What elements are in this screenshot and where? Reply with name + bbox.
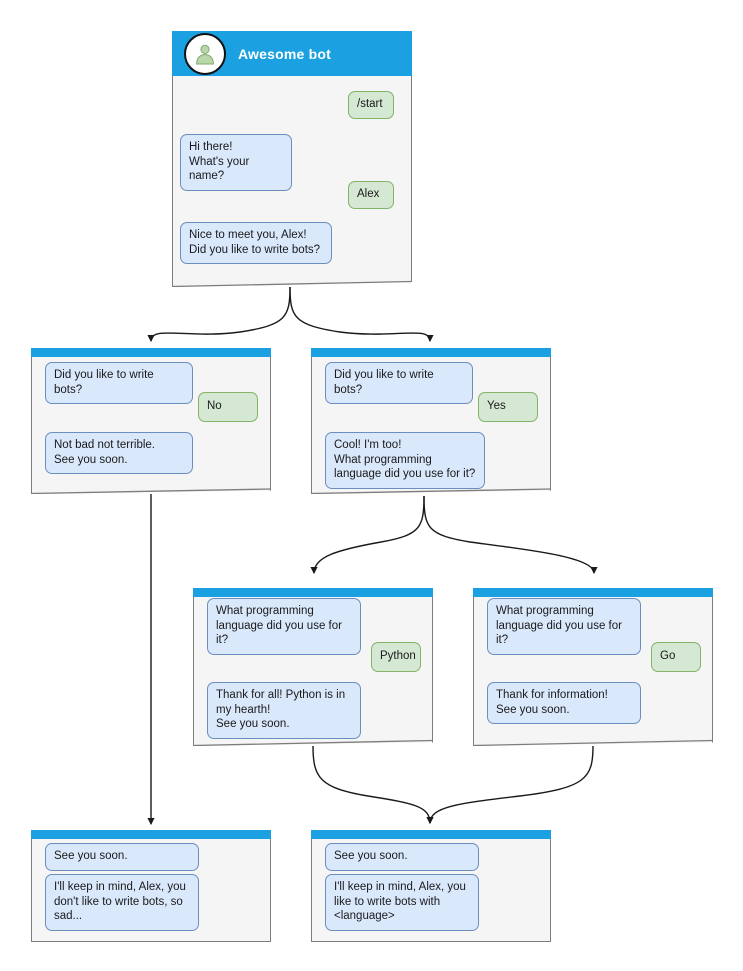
edge-start-to-yes bbox=[289, 286, 434, 343]
node-end-no-screen[interactable]: See you soon. I'll keep in mind, Alex, y… bbox=[31, 830, 271, 942]
chat-area: See you soon. I'll keep in mind, Alex, y… bbox=[31, 830, 271, 942]
message-bubble-bot[interactable]: Nice to meet you, Alex! Did you like to … bbox=[180, 222, 332, 264]
chat-area: What programming language did you use fo… bbox=[193, 588, 433, 746]
node-title-bar bbox=[193, 588, 433, 597]
message-bubble-bot[interactable]: What programming language did you use fo… bbox=[207, 598, 361, 655]
node-title-bar bbox=[31, 830, 271, 839]
node-title-bar bbox=[311, 830, 551, 839]
message-bubble-user[interactable]: No bbox=[198, 392, 258, 422]
message-bubble-user[interactable]: Alex bbox=[348, 181, 394, 209]
chat-area: /start Hi there! What's your name? Alex … bbox=[172, 31, 412, 287]
node-no-branch-screen[interactable]: Did you like to write bots? No Not bad n… bbox=[31, 348, 271, 494]
node-python-branch-screen[interactable]: What programming language did you use fo… bbox=[193, 588, 433, 746]
bot-title: Awesome bot bbox=[238, 45, 331, 62]
edge-start-to-no bbox=[147, 286, 291, 343]
node-end-yes-screen[interactable]: See you soon. I'll keep in mind, Alex, y… bbox=[311, 830, 551, 942]
message-bubble-user[interactable]: /start bbox=[348, 91, 394, 119]
node-title-bar bbox=[473, 588, 713, 597]
node-title-bar bbox=[31, 348, 271, 357]
message-bubble-bot[interactable]: See you soon. bbox=[325, 843, 479, 871]
chat-area: What programming language did you use fo… bbox=[473, 588, 713, 746]
edge-go-to-end-yes bbox=[426, 745, 594, 825]
chat-area: Did you like to write bots? No Not bad n… bbox=[31, 348, 271, 494]
node-yes-branch-screen[interactable]: Did you like to write bots? Yes Cool! I'… bbox=[311, 348, 551, 494]
message-bubble-bot[interactable]: Thank for information! See you soon. bbox=[487, 682, 641, 724]
person-avatar-icon bbox=[184, 32, 226, 75]
edge-yes-to-go bbox=[423, 495, 598, 575]
message-bubble-user[interactable]: Yes bbox=[478, 392, 538, 422]
edge-yes-to-python bbox=[310, 495, 425, 575]
message-bubble-bot[interactable]: I'll keep in mind, Alex, you like to wri… bbox=[325, 874, 479, 931]
message-bubble-bot[interactable]: Did you like to write bots? bbox=[325, 362, 473, 404]
message-bubble-bot[interactable]: I'll keep in mind, Alex, you don't like … bbox=[45, 874, 199, 931]
message-bubble-bot[interactable]: What programming language did you use fo… bbox=[487, 598, 641, 655]
message-bubble-user[interactable]: Python bbox=[371, 642, 421, 672]
message-bubble-user[interactable]: Go bbox=[651, 642, 701, 672]
message-bubble-bot[interactable]: Cool! I'm too! What programming language… bbox=[325, 432, 485, 489]
message-bubble-bot[interactable]: Did you like to write bots? bbox=[45, 362, 193, 404]
node-title-bar bbox=[311, 348, 551, 357]
message-bubble-bot[interactable]: See you soon. bbox=[45, 843, 199, 871]
message-bubble-bot[interactable]: Hi there! What's your name? bbox=[180, 134, 292, 191]
message-bubble-bot[interactable]: Not bad not terrible. See you soon. bbox=[45, 432, 193, 474]
edge-python-to-end-yes bbox=[312, 745, 434, 825]
chat-area: Did you like to write bots? Yes Cool! I'… bbox=[311, 348, 551, 494]
chat-area: See you soon. I'll keep in mind, Alex, y… bbox=[311, 830, 551, 942]
node-title-bar: Awesome bot bbox=[172, 31, 412, 76]
message-bubble-bot[interactable]: Thank for all! Python is in my hearth! S… bbox=[207, 682, 361, 739]
node-start-screen[interactable]: Awesome bot /start Hi there! What's your… bbox=[172, 31, 412, 287]
node-go-branch-screen[interactable]: What programming language did you use fo… bbox=[473, 588, 713, 746]
